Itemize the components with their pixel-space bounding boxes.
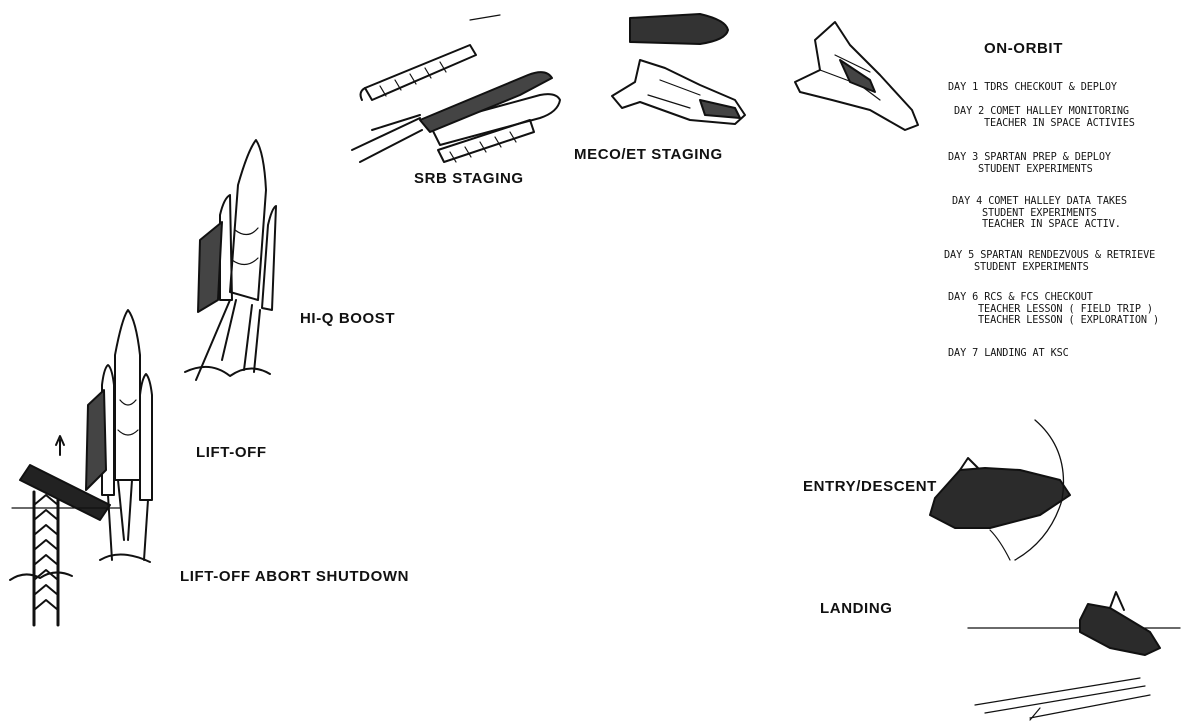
entry-descent-shuttle-icon (930, 420, 1070, 560)
day-entry: DAY 4 COMET HALLEY DATA TAKES STUDENT EX… (952, 196, 1127, 231)
day-line: TEACHER LESSON ( EXPLORATION ) (948, 315, 1159, 327)
meco-et-staging-icon (612, 14, 745, 124)
label-entry-descent: ENTRY/DESCENT (803, 478, 937, 495)
day-line: TEACHER LESSON ( FIELD TRIP ) (948, 304, 1159, 316)
on-orbit-shuttle-icon (795, 22, 918, 130)
label-srb-staging: SRB STAGING (414, 170, 524, 187)
label-landing: LANDING (820, 600, 893, 617)
srb-staging-icon (352, 15, 560, 162)
day-line: DAY 2 COMET HALLEY MONITORING (954, 106, 1135, 118)
day-line: DAY 5 SPARTAN RENDEZVOUS & RETRIEVE (944, 250, 1155, 262)
day-line: STUDENT EXPERIMENTS (952, 208, 1127, 220)
lift-off-shuttle-icon (86, 310, 152, 562)
day-line: DAY 3 SPARTAN PREP & DEPLOY (948, 152, 1111, 164)
label-hi-q-boost: HI-Q BOOST (300, 310, 395, 327)
day-line: DAY 7 LANDING AT KSC (948, 348, 1069, 360)
label-meco-et-staging: MECO/ET STAGING (574, 146, 723, 163)
day-entry: DAY 3 SPARTAN PREP & DEPLOY STUDENT EXPE… (948, 152, 1111, 175)
hi-q-shuttle-icon (185, 140, 276, 380)
landing-shuttle-icon (968, 592, 1180, 720)
day-line: DAY 1 TDRS CHECKOUT & DEPLOY (948, 82, 1117, 94)
day-line: DAY 6 RCS & FCS CHECKOUT (948, 292, 1159, 304)
day-line: DAY 4 COMET HALLEY DATA TAKES (952, 196, 1127, 208)
day-entry: DAY 2 COMET HALLEY MONITORING TEACHER IN… (954, 106, 1135, 129)
day-line: STUDENT EXPERIMENTS (944, 262, 1155, 274)
label-on-orbit: ON-ORBIT (984, 40, 1063, 57)
day-line: STUDENT EXPERIMENTS (948, 164, 1111, 176)
label-lift-off: LIFT-OFF (196, 444, 267, 461)
day-line: TEACHER IN SPACE ACTIVIES (954, 118, 1135, 130)
day-entry: DAY 1 TDRS CHECKOUT & DEPLOY (948, 82, 1117, 94)
day-entry: DAY 5 SPARTAN RENDEZVOUS & RETRIEVE STUD… (944, 250, 1155, 273)
day-line: TEACHER IN SPACE ACTIV. (952, 219, 1127, 231)
day-entry: DAY 7 LANDING AT KSC (948, 348, 1069, 360)
label-lift-off-abort: LIFT-OFF ABORT SHUTDOWN (180, 568, 409, 585)
day-entry: DAY 6 RCS & FCS CHECKOUT TEACHER LESSON … (948, 292, 1159, 327)
